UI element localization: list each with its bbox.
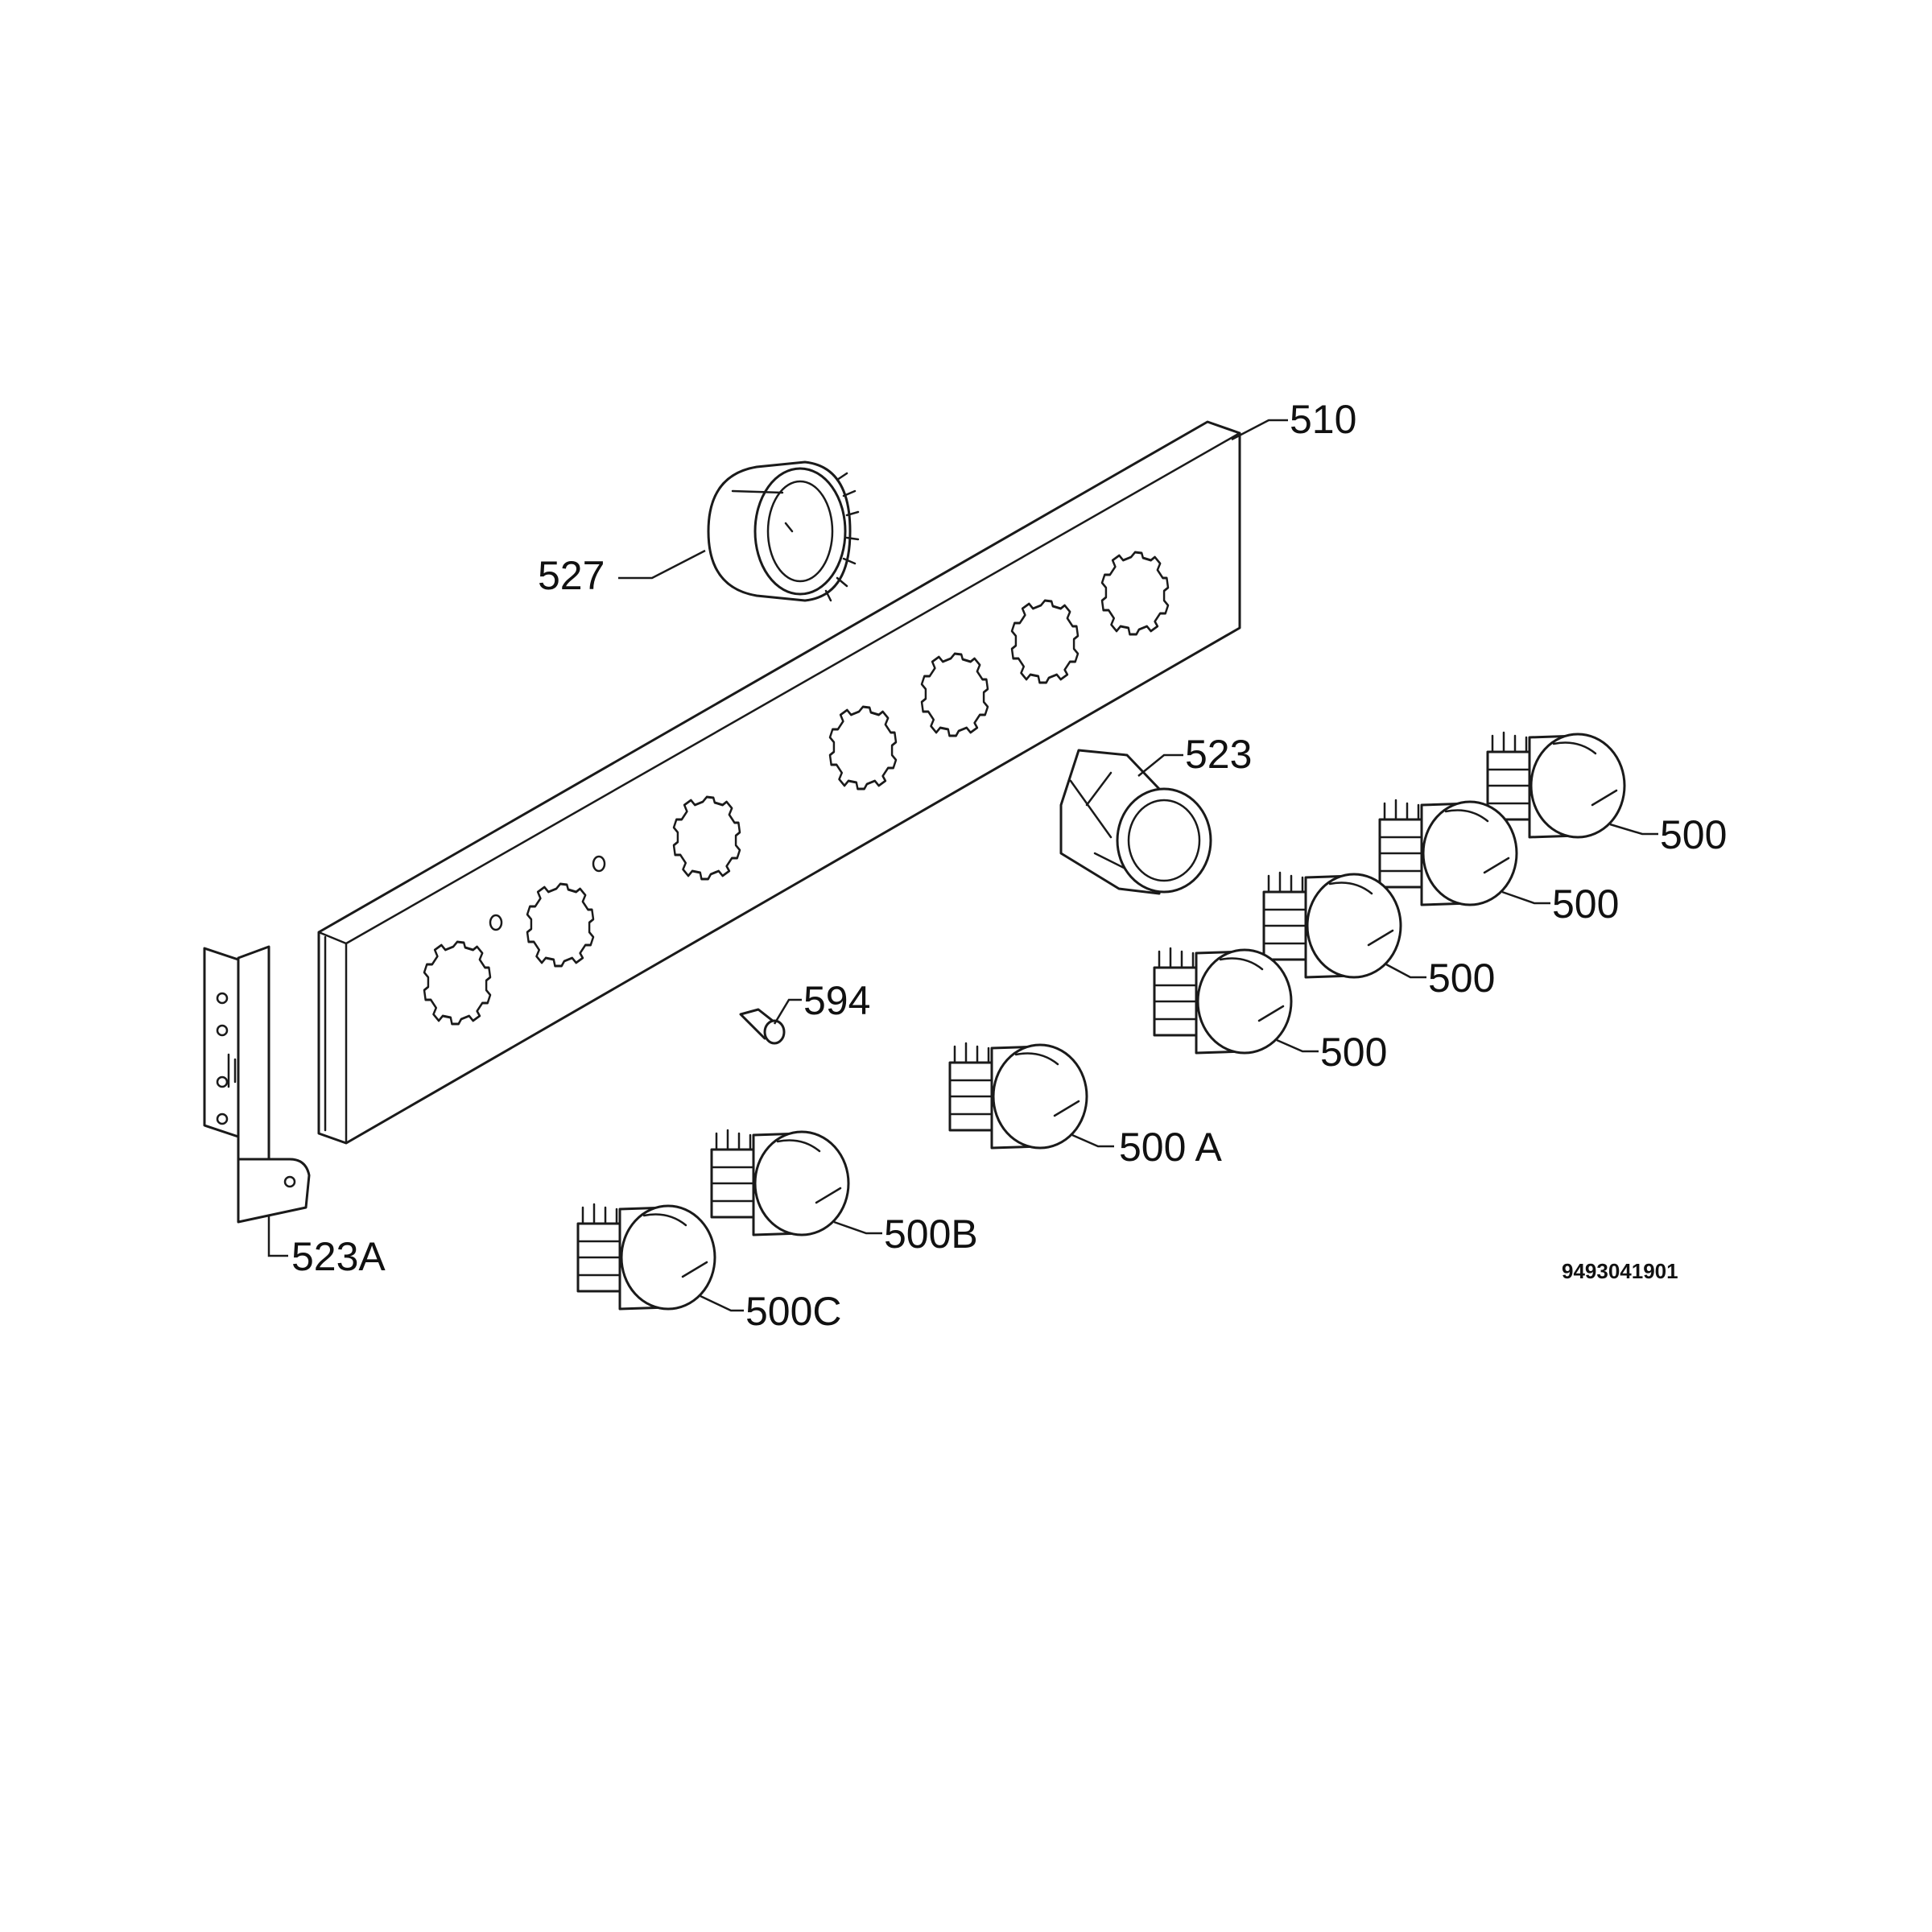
indicator-hole	[489, 914, 503, 931]
knob-500b	[710, 1129, 850, 1236]
knob-500-2	[1378, 799, 1518, 906]
push-switch	[1059, 749, 1212, 895]
mounting-bracket	[203, 945, 311, 1224]
timer-ring	[707, 460, 860, 602]
callout-500-3: 500	[1428, 956, 1495, 1001]
control-panel	[317, 420, 1241, 1145]
document-number: 9493041901	[1562, 1259, 1678, 1283]
callout-500-4: 500	[1320, 1030, 1387, 1075]
knob-500-4	[1153, 947, 1293, 1055]
knob-500a	[948, 1042, 1088, 1150]
pin	[739, 1008, 786, 1045]
leader-lines	[267, 419, 1658, 1312]
callout-500b: 500B	[884, 1212, 978, 1257]
callout-594: 594	[803, 978, 870, 1023]
callout-500a: 500 A	[1119, 1125, 1223, 1170]
callout-500-2: 500	[1552, 881, 1619, 927]
callout-500-1: 500	[1660, 812, 1727, 857]
knob-500c	[576, 1203, 716, 1311]
indicator-hole	[592, 855, 606, 873]
callout-500c: 500C	[745, 1289, 842, 1334]
callout-523a: 523A	[291, 1234, 386, 1279]
callout-510: 510	[1290, 397, 1356, 442]
callout-527: 527	[538, 553, 605, 598]
callout-523: 523	[1185, 732, 1252, 777]
knob-500-3	[1262, 871, 1402, 979]
